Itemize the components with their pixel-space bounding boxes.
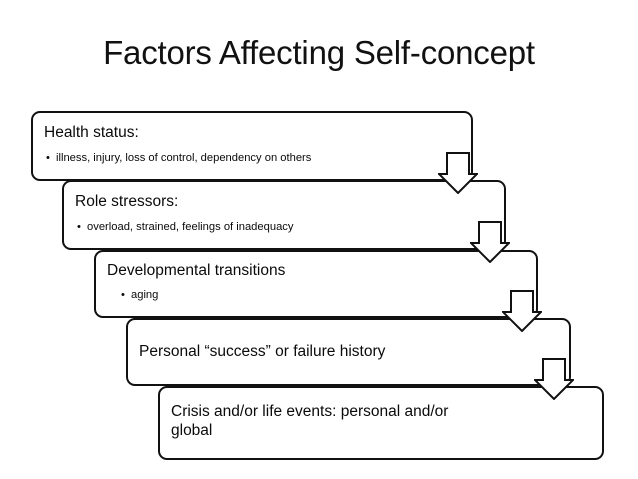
bullet-dot-icon: • xyxy=(121,289,125,301)
box-bullet-health-status: • illness, injury, loss of control, depen… xyxy=(46,151,311,165)
box-bullet-text: aging xyxy=(131,289,159,301)
flow-box-crisis-life-events[interactable]: Crisis and/or life events: personal and/… xyxy=(158,386,604,460)
box-bullet-text: overload, strained, feelings of inadequa… xyxy=(87,221,294,233)
down-arrow-icon-development-to-personal xyxy=(502,290,542,332)
box-title-developmental-transitions: Developmental transitions xyxy=(107,262,286,279)
box-bullet-role-stressors: • overload, strained, feelings of inadequ… xyxy=(77,220,293,234)
flow-box-health-status[interactable]: Health status: • illness, injury, loss of… xyxy=(31,111,473,181)
box-title-personal-success-failure-history: Personal “success” or failure history xyxy=(139,343,386,360)
box-bullet-developmental-transitions: • aging xyxy=(121,288,158,302)
box-title-health-status: Health status: xyxy=(44,124,139,141)
flow-box-personal-success-failure-history[interactable]: Personal “success” or failure history xyxy=(126,318,571,386)
down-arrow-icon-health-to-role xyxy=(438,152,478,194)
box-bullet-text: illness, injury, loss of control, depend… xyxy=(56,152,312,164)
flow-box-role-stressors[interactable]: Role stressors: • overload, strained, fee… xyxy=(62,180,506,250)
box-title-role-stressors: Role stressors: xyxy=(75,193,179,210)
bullet-dot-icon: • xyxy=(46,152,50,164)
down-arrow-icon-personal-to-crisis xyxy=(534,358,574,400)
bullet-dot-icon: • xyxy=(77,221,81,233)
flow-box-developmental-transitions[interactable]: Developmental transitions • aging xyxy=(94,250,538,318)
page-title: Factors Affecting Self-concept xyxy=(103,34,535,71)
down-arrow-icon-role-to-development xyxy=(470,221,510,263)
box-title-crisis-life-events: Crisis and/or life events: personal and/… xyxy=(171,403,449,439)
